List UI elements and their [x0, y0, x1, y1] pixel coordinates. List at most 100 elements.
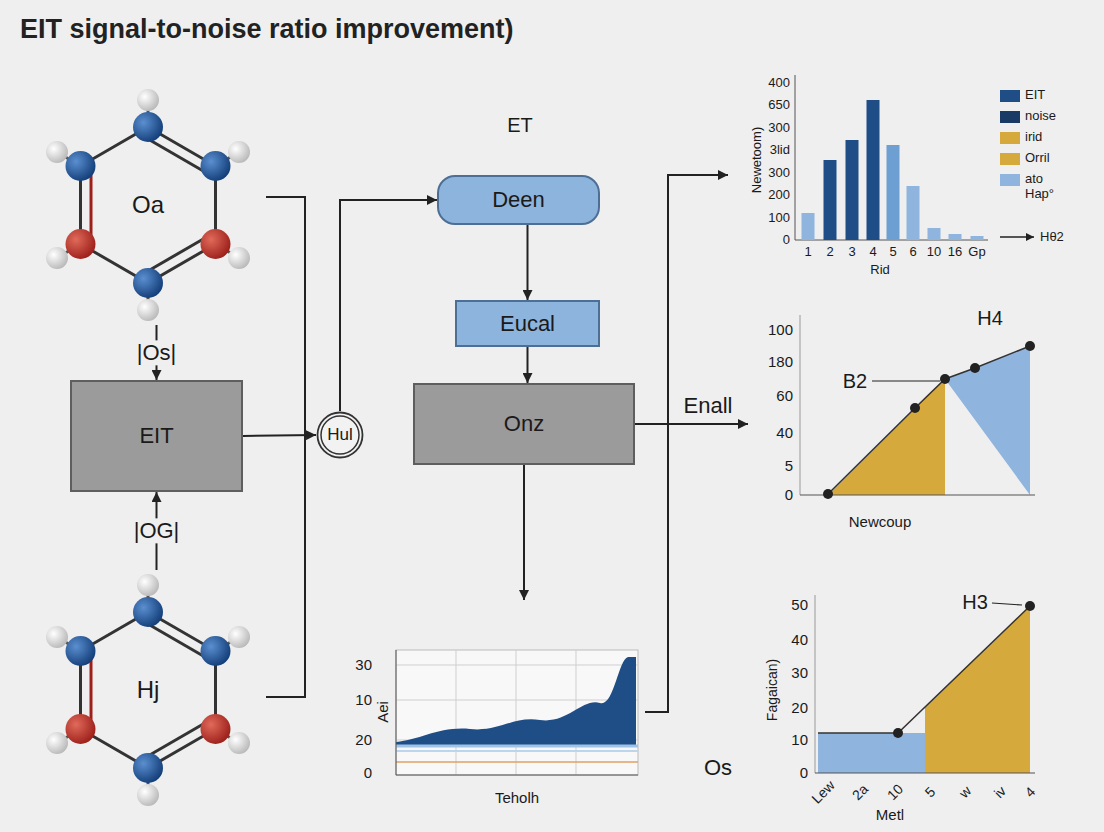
- axis-label: 6: [909, 245, 916, 260]
- axis-label: Gp: [968, 245, 985, 260]
- axis-label: 0: [783, 233, 790, 248]
- axis-label: 4: [1022, 784, 1039, 801]
- circle-outline: [321, 416, 359, 454]
- axis-label: 50: [791, 596, 808, 613]
- data-dot: [910, 403, 920, 413]
- connector-arrow: [340, 200, 437, 411]
- axis-label: Newcoup: [849, 513, 912, 530]
- leader-line: [992, 603, 1022, 605]
- axis-line: [800, 494, 1035, 495]
- area-chart: 100180604050NewcoupB2H4: [748, 300, 1040, 540]
- connector-arrow: [635, 423, 748, 425]
- axis-line: [815, 772, 1035, 773]
- axis-label: 650: [768, 98, 790, 113]
- axis-line: [396, 775, 638, 776]
- axis-label: 5: [889, 245, 896, 260]
- axis-line: [815, 595, 816, 773]
- axis-label: Metl: [876, 806, 904, 823]
- data-line: [818, 606, 1030, 733]
- box-label: Hul: [327, 425, 353, 445]
- legend-text: Orril: [1025, 151, 1050, 166]
- axis-label: 16: [948, 245, 962, 260]
- axis-label: 10: [355, 691, 372, 708]
- connector-arrow: [527, 225, 529, 300]
- process-box: Eucal: [455, 300, 600, 347]
- bar: [907, 186, 920, 240]
- legend-text: irid: [1025, 130, 1042, 145]
- area-fill: [925, 606, 1030, 773]
- circle-outline: [318, 413, 363, 458]
- axis-label: Aei: [374, 701, 391, 723]
- axis-label: 2a: [849, 781, 871, 803]
- grid-line: [396, 665, 638, 666]
- legend-swatch: [1000, 153, 1020, 165]
- process-box: Onz: [413, 383, 635, 465]
- box-label: Eucal: [500, 311, 555, 336]
- legend-text: ato Hap°: [1025, 172, 1067, 202]
- axis-label: Rid: [870, 263, 890, 278]
- molecule-figure: [46, 89, 250, 321]
- wave-chart: Aei3010200Teholh: [345, 600, 645, 815]
- axis-label: 3: [848, 245, 855, 260]
- box-label: Deen: [492, 187, 545, 212]
- axis-label: w: [956, 783, 975, 802]
- axis-label: 400: [768, 76, 790, 91]
- diagram-title: EIT signal-to-noise ratio improvement): [20, 14, 514, 45]
- free-label: Hθ2: [1040, 230, 1064, 245]
- legend-swatch: [1000, 174, 1020, 186]
- free-label: Os: [704, 755, 732, 780]
- axis-label: 200: [768, 188, 790, 203]
- junction-circle: Hul: [316, 411, 364, 459]
- connector-arrow: [645, 175, 728, 712]
- axis-label: 30: [791, 664, 808, 681]
- band-line: [396, 750, 638, 752]
- atom-label: Oa: [132, 191, 164, 219]
- data-line: [828, 346, 1030, 494]
- legend-item: EIT: [1000, 88, 1067, 103]
- legend-swatch: [1000, 111, 1020, 123]
- data-dot: [1025, 341, 1035, 351]
- grid-line: [456, 650, 457, 775]
- bar: [846, 140, 859, 240]
- axis-label: 180: [768, 353, 793, 370]
- leader-line: [872, 380, 940, 381]
- free-label: ET: [507, 114, 533, 137]
- legend-item: irid: [1000, 130, 1067, 145]
- connector-label: Enall: [681, 393, 736, 418]
- area-fill: [945, 346, 1030, 495]
- box-label: EIT: [139, 423, 173, 448]
- connector-label: |OG|: [131, 518, 183, 543]
- axis-label: iv: [991, 783, 1010, 802]
- connector-arrow: [527, 347, 529, 383]
- axis-label: 4: [869, 245, 876, 260]
- axis-label: 0: [364, 764, 372, 781]
- axis-label: 40: [791, 631, 808, 648]
- plot-area: [396, 650, 638, 775]
- axis-label: 0: [785, 486, 793, 503]
- axis-label: 300: [768, 166, 790, 181]
- axis-label: 300: [768, 121, 790, 136]
- axis-line: [800, 315, 801, 495]
- connector-arrow: [523, 465, 525, 600]
- molecule-figure: Hj: [30, 570, 266, 810]
- area-chart: [800, 315, 1035, 499]
- legend-item: ato Hap°: [1000, 172, 1067, 202]
- axis-label: 10: [791, 731, 808, 748]
- molecule-figure: [46, 574, 250, 806]
- box-label: Onz: [504, 411, 544, 436]
- legend-swatch: [1000, 90, 1020, 102]
- legend-item: noise: [1000, 109, 1067, 124]
- step-chart: [815, 595, 1035, 773]
- grid-line: [396, 700, 638, 701]
- axis-label: 2: [826, 245, 833, 260]
- axis-label: 100: [768, 211, 790, 226]
- step-chart: Fagaican)50403020100Lew2a105wiv4MetlH3: [748, 588, 1045, 828]
- rounded-box: Deen: [437, 175, 600, 225]
- grid-line: [516, 650, 517, 775]
- axis-line: [795, 75, 796, 240]
- axis-label: 10: [927, 245, 941, 260]
- axis-label: 100: [768, 321, 793, 338]
- axis-label: 20: [791, 699, 808, 716]
- connector-group: [157, 175, 749, 712]
